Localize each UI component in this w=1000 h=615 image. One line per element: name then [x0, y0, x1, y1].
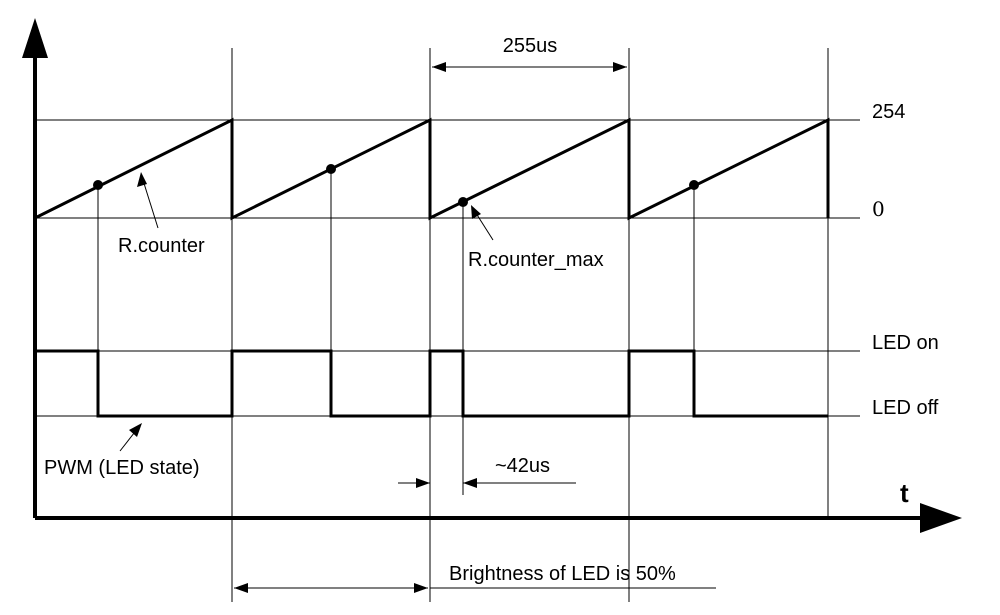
axes: [22, 18, 962, 533]
counter-max-label: R.counter_max: [468, 249, 604, 271]
on-time-dimension: ~42us: [398, 455, 576, 488]
x-axis-arrow-icon: [920, 503, 962, 533]
led-off-label: LED off: [872, 397, 939, 419]
pwm-pointer-arrow-icon: [129, 423, 142, 437]
counter-label: R.counter: [118, 235, 205, 257]
compare-dot-4: [689, 180, 699, 190]
pwm-waveform: [35, 349, 828, 418]
on-time-arrow-right-icon: [463, 478, 477, 488]
period-dimension: 255us: [432, 35, 627, 72]
brightness-dimension: Brightness of LED is 50%: [234, 563, 716, 593]
counter-max-annotation: R.counter_max: [468, 205, 604, 271]
compare-dot-2: [326, 164, 336, 174]
led-on-label: LED on: [872, 332, 939, 354]
counter-pointer-line: [141, 176, 159, 229]
y-axis-arrow-icon: [22, 18, 48, 58]
level-zero-label: 0: [872, 197, 885, 221]
period-arrow-left-icon: [432, 62, 446, 72]
brightness-arrow-right-icon: [414, 583, 428, 593]
compare-dot-3: [458, 197, 468, 207]
time-axis-label: t: [900, 478, 909, 508]
brightness-arrow-left-icon: [234, 583, 248, 593]
counter-max-pointer-arrow-icon: [471, 205, 481, 219]
brightness-label: Brightness of LED is 50%: [449, 563, 676, 585]
counter-sawtooth: [34, 117, 830, 221]
level-max-label: 254: [872, 101, 905, 123]
period-label: 255us: [503, 35, 558, 57]
compare-points: [93, 164, 699, 495]
on-time-arrow-left-icon: [416, 478, 430, 488]
pwm-annotation: PWM (LED state): [44, 423, 200, 479]
counter-pointer-arrow-icon: [137, 172, 147, 187]
compare-dot-1: [93, 180, 103, 190]
pwm-label: PWM (LED state): [44, 457, 200, 479]
period-arrow-right-icon: [613, 62, 627, 72]
on-time-label: ~42us: [495, 455, 550, 477]
counter-annotation: R.counter: [118, 172, 205, 257]
